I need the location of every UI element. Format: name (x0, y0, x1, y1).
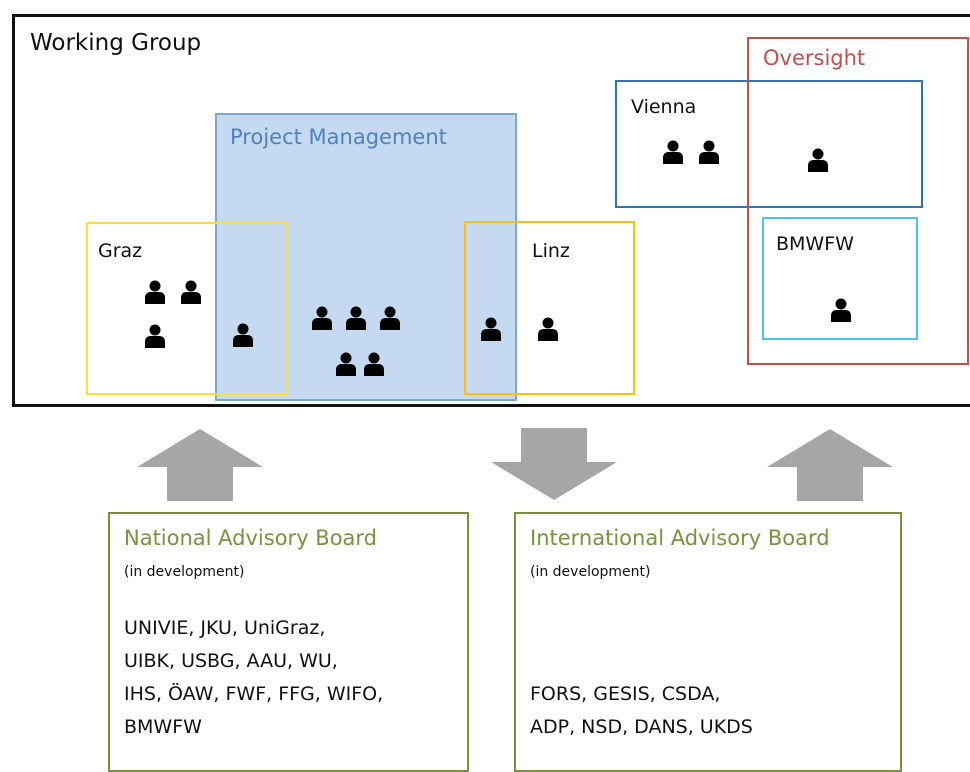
vienna-label: Vienna (631, 96, 697, 118)
international-board-subtitle: (in development) (530, 564, 651, 580)
bmwfw-label: BMWFW (776, 233, 854, 255)
person-icon (336, 352, 356, 376)
person-icon (145, 280, 165, 304)
person-icon (831, 298, 851, 322)
oversight-label: Oversight (763, 46, 866, 70)
person-icon (312, 306, 332, 330)
person-icon (538, 317, 558, 341)
member-line: ADP, NSD, DANS, UKDS (530, 716, 753, 738)
member-line: UNIVIE, JKU, UniGraz, (124, 617, 326, 639)
person-icon (181, 280, 201, 304)
national-advisory-board: National Advisory Board (in development)… (108, 512, 469, 772)
member-line: UIBK, USBG, AAU, WU, (124, 650, 338, 672)
international-board-members: FORS, GESIS, CSDA, ADP, NSD, DANS, UKDS (530, 678, 753, 744)
person-icon (380, 306, 400, 330)
vienna-box (615, 80, 923, 208)
oversight-box (747, 37, 969, 365)
person-icon (346, 306, 366, 330)
arrow-up-icon (137, 429, 263, 501)
arrow-down-icon (491, 428, 617, 500)
bmwfw-box (762, 217, 918, 340)
graz-box (86, 222, 287, 395)
international-advisory-board: International Advisory Board (in develop… (514, 512, 902, 772)
national-board-subtitle: (in development) (124, 564, 245, 580)
linz-box (464, 221, 635, 395)
person-icon (481, 317, 501, 341)
person-icon (699, 140, 719, 164)
linz-label: Linz (532, 240, 570, 262)
person-icon (233, 323, 253, 347)
person-icon (808, 148, 828, 172)
member-line: IHS, ÖAW, FWF, FFG, WIFO, (124, 683, 384, 705)
member-line: FORS, GESIS, CSDA, (530, 683, 721, 705)
national-board-members: UNIVIE, JKU, UniGraz, UIBK, USBG, AAU, W… (124, 612, 383, 744)
arrow-up-icon (767, 429, 893, 501)
person-icon (364, 352, 384, 376)
member-line: BMWFW (124, 716, 202, 738)
working-group-title: Working Group (30, 30, 202, 56)
national-board-title: National Advisory Board (124, 526, 378, 550)
working-group-frame (12, 14, 970, 407)
person-icon (663, 140, 683, 164)
person-icon (145, 324, 165, 348)
international-board-title: International Advisory Board (530, 526, 830, 550)
project-management-box (215, 113, 517, 401)
project-management-title: Project Management (230, 125, 447, 149)
graz-label: Graz (98, 240, 143, 262)
